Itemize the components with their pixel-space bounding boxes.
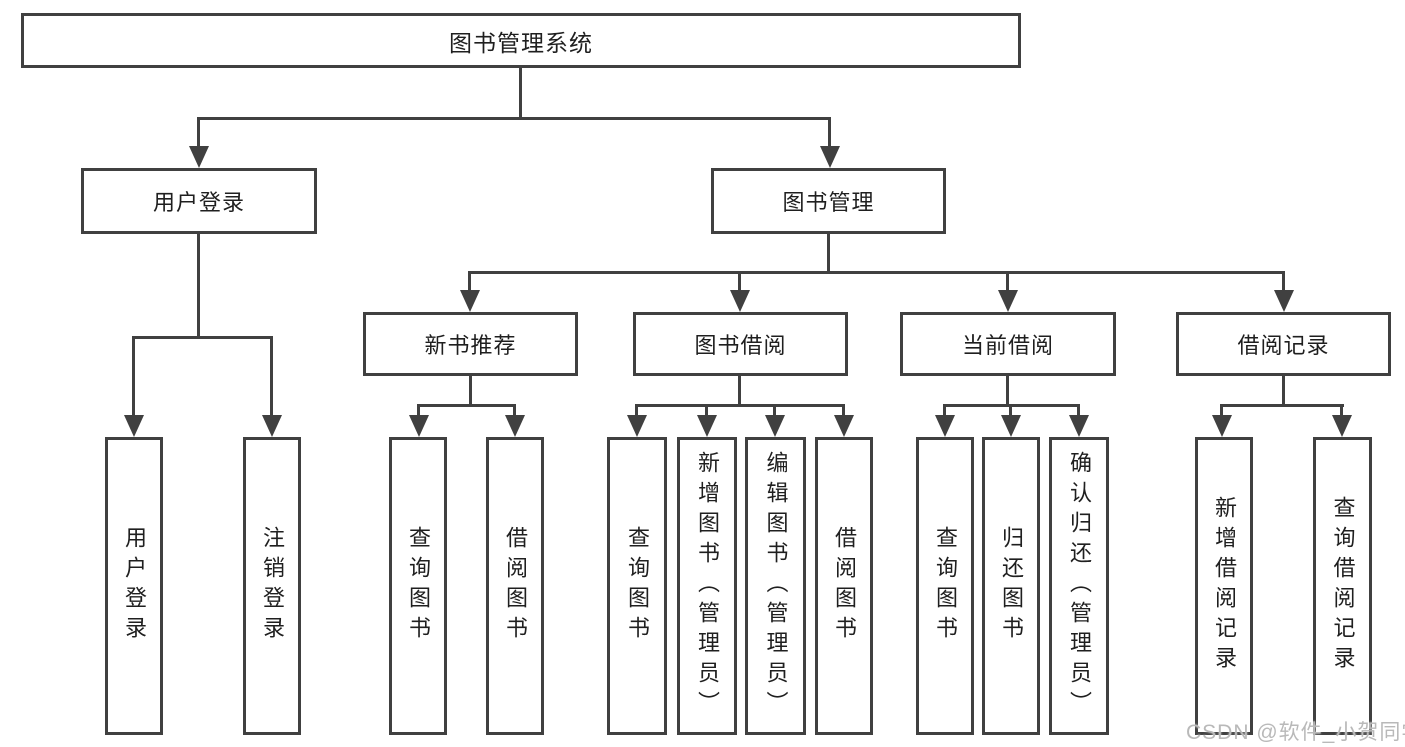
node-current-borrowing: 当前借阅 xyxy=(900,312,1116,376)
connector-line xyxy=(468,271,1285,274)
arrow-down-icon xyxy=(124,415,144,437)
node-borrow-books-recommend: 借阅图书 xyxy=(486,437,544,735)
arrow-down-icon xyxy=(189,146,209,168)
node-label: 查询图书 xyxy=(625,526,650,646)
node-label: 查询图书 xyxy=(406,526,431,646)
node-user-login-leaf: 用户登录 xyxy=(105,437,163,735)
connector-line xyxy=(197,232,200,338)
watermark: CSDN @软件_小贺同学 xyxy=(1186,721,1405,744)
arrow-down-icon xyxy=(1001,415,1021,437)
node-query-books-recommend: 查询图书 xyxy=(389,437,447,735)
arrow-down-icon xyxy=(697,415,717,437)
node-edit-books-admin: 编辑图书（管理员） xyxy=(745,437,806,735)
connector-line xyxy=(468,271,471,293)
node-user-login: 用户登录 xyxy=(81,168,317,234)
connector-line xyxy=(132,336,273,339)
connector-line xyxy=(842,404,845,417)
node-label: 借阅图书 xyxy=(503,526,528,646)
arrow-down-icon xyxy=(820,146,840,168)
connector-line xyxy=(828,117,831,148)
node-borrowing-records: 借阅记录 xyxy=(1176,312,1391,376)
connector-line xyxy=(773,404,776,417)
node-label: 图书借阅 xyxy=(694,333,787,358)
node-label: 新书推荐 xyxy=(424,333,517,358)
node-label: 编辑图书（管理员） xyxy=(763,451,789,721)
arrow-down-icon xyxy=(1069,415,1089,437)
node-query-borrow-record: 查询借阅记录 xyxy=(1313,437,1372,735)
connector-line xyxy=(1009,404,1012,417)
arrow-down-icon xyxy=(998,290,1018,312)
node-confirm-return-admin: 确认归还（管理员） xyxy=(1049,437,1109,735)
node-label: 查询图书 xyxy=(933,526,958,646)
arrow-down-icon xyxy=(505,415,525,437)
connector-line xyxy=(1282,374,1285,406)
arrow-down-icon xyxy=(730,290,750,312)
connector-line xyxy=(705,404,708,417)
connector-line xyxy=(635,404,845,407)
node-label: 新增图书（管理员） xyxy=(695,451,720,721)
node-label: 确认归还（管理员） xyxy=(1067,451,1092,721)
connector-line xyxy=(1282,271,1285,293)
arrow-down-icon xyxy=(935,415,955,437)
connector-line xyxy=(513,404,516,417)
arrow-down-icon xyxy=(262,415,282,437)
connector-line xyxy=(1006,271,1009,293)
connector-line xyxy=(519,67,522,119)
connector-line xyxy=(738,271,741,293)
connector-line xyxy=(1077,404,1080,417)
arrow-down-icon xyxy=(1274,290,1294,312)
connector-line xyxy=(469,374,472,406)
arrow-down-icon xyxy=(409,415,429,437)
node-add-books-admin: 新增图书（管理员） xyxy=(677,437,737,735)
node-book-management: 图书管理 xyxy=(711,168,946,234)
node-label: 新增借阅记录 xyxy=(1212,496,1237,676)
connector-line xyxy=(635,404,638,417)
connector-line xyxy=(417,404,420,417)
node-label: 当前借阅 xyxy=(961,333,1054,358)
connector-line xyxy=(738,374,741,406)
connector-line xyxy=(132,336,135,417)
node-label: 借阅记录 xyxy=(1237,333,1330,358)
node-logout-leaf: 注销登录 xyxy=(243,437,301,735)
node-label: 注销登录 xyxy=(260,526,285,646)
node-return-books: 归还图书 xyxy=(982,437,1040,735)
connector-line xyxy=(1006,374,1009,406)
connector-line xyxy=(1220,404,1344,407)
arrow-down-icon xyxy=(834,415,854,437)
arrow-down-icon xyxy=(1332,415,1352,437)
connector-line xyxy=(1220,404,1223,417)
node-library-management-system: 图书管理系统 xyxy=(21,13,1021,68)
node-label: 用户登录 xyxy=(122,526,147,646)
arrow-down-icon xyxy=(765,415,785,437)
arrow-down-icon xyxy=(460,290,480,312)
node-label: 查询借阅记录 xyxy=(1330,496,1356,676)
node-add-borrow-record: 新增借阅记录 xyxy=(1195,437,1253,735)
connector-line xyxy=(943,404,946,417)
node-new-book-recommendation: 新书推荐 xyxy=(363,312,578,376)
node-label: 图书管理系统 xyxy=(449,29,593,56)
connector-line xyxy=(197,117,831,120)
connector-line xyxy=(1340,404,1343,417)
node-borrow-books-leaf: 借阅图书 xyxy=(815,437,873,735)
node-book-borrowing: 图书借阅 xyxy=(633,312,848,376)
arrow-down-icon xyxy=(627,415,647,437)
node-label: 用户登录 xyxy=(152,190,245,215)
node-label: 图书管理 xyxy=(782,190,875,215)
node-label: 归还图书 xyxy=(999,526,1024,646)
node-label: 借阅图书 xyxy=(832,526,857,646)
node-query-books-borrowing: 查询图书 xyxy=(607,437,667,735)
connector-line xyxy=(270,336,273,417)
arrow-down-icon xyxy=(1212,415,1232,437)
connector-line xyxy=(197,117,200,148)
connector-line xyxy=(417,404,516,407)
node-query-books-current: 查询图书 xyxy=(916,437,974,735)
connector-line xyxy=(827,232,830,273)
